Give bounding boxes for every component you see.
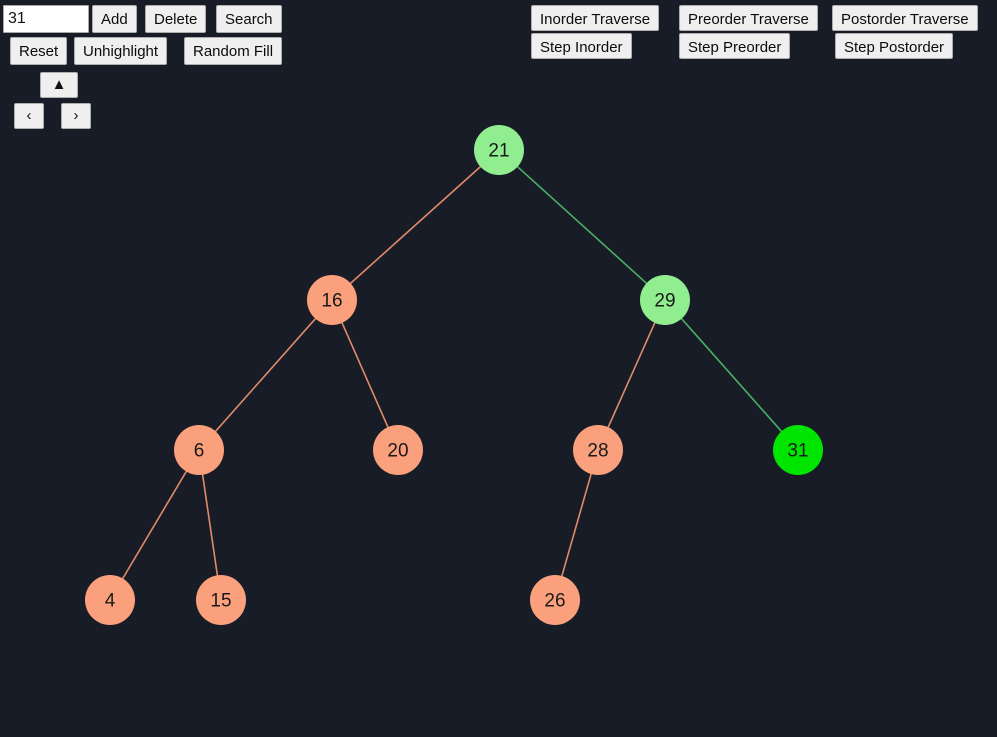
nav-left-button[interactable]: ‹ [14,103,44,129]
tree-node-circle[interactable] [474,125,524,175]
reset-button[interactable]: Reset [10,37,68,65]
tree-edge [340,320,390,430]
tree-node-circle[interactable] [174,425,224,475]
tree-node[interactable]: 4 [85,575,135,625]
tree-node[interactable]: 15 [196,575,246,625]
chevron-right-icon: › [73,107,79,124]
tree-node-circle[interactable] [196,575,246,625]
navigation-pad: ▲ ‹ › [10,72,110,136]
chevron-left-icon: ‹ [26,107,32,124]
tree-edge [348,164,483,286]
tree-node[interactable]: 29 [640,275,690,325]
tree-edge [213,316,318,434]
tree-node-circle[interactable] [640,275,690,325]
tree-node-circle[interactable] [85,575,135,625]
tree-node[interactable]: 20 [373,425,423,475]
nav-right-button[interactable]: › [61,103,91,129]
tree-edge [201,472,219,578]
tree-edge [560,471,593,579]
tree-node-circle[interactable] [307,275,357,325]
delete-button[interactable]: Delete [145,5,207,33]
tree-node[interactable]: 6 [174,425,224,475]
tree-node[interactable]: 16 [307,275,357,325]
step-preorder-button[interactable]: Step Preorder [679,33,791,59]
nav-up-button[interactable]: ▲ [40,72,78,98]
value-input[interactable] [3,5,89,33]
tree-node-circle[interactable] [773,425,823,475]
tree-node-circle[interactable] [573,425,623,475]
tree-node[interactable]: 28 [573,425,623,475]
step-postorder-button[interactable]: Step Postorder [835,33,954,59]
postorder-traverse-button[interactable]: Postorder Traverse [832,5,978,31]
tree-edge [121,469,188,581]
preorder-traverse-button[interactable]: Preorder Traverse [679,5,818,31]
inorder-traverse-button[interactable]: Inorder Traverse [531,5,660,31]
edge-layer [121,164,784,581]
triangle-up-icon: ▲ [51,76,67,93]
tree-edge [606,320,657,430]
tree-node[interactable]: 31 [773,425,823,475]
tree-edge [515,164,649,286]
add-button[interactable]: Add [92,5,137,33]
unhighlight-button[interactable]: Unhighlight [74,37,168,65]
tree-node[interactable]: 26 [530,575,580,625]
tree-node-circle[interactable] [373,425,423,475]
tree-node-circle[interactable] [530,575,580,625]
step-inorder-button[interactable]: Step Inorder [531,33,632,59]
random-fill-button[interactable]: Random Fill [184,37,283,65]
tree-edge [679,316,784,434]
toolbar: Add Delete Search Reset Unhighlight Rand… [0,0,997,140]
search-button[interactable]: Search [216,5,282,33]
